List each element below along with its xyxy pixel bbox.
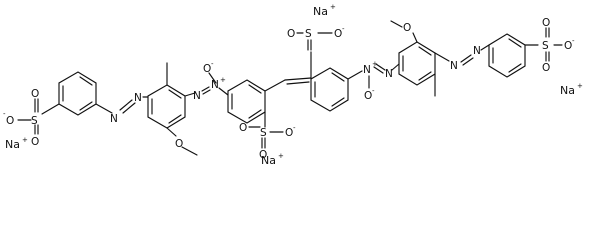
sodium-ion-right: Na + xyxy=(560,82,583,97)
azoxy-left-nitrogen-b: N xyxy=(211,79,219,91)
azo-right-bonds xyxy=(460,44,490,66)
sulfonate-c-oxide-oxygen: O xyxy=(285,127,293,139)
azo-right-nitrogen-b: N xyxy=(473,45,481,57)
sulfonate-right-bonds xyxy=(545,27,563,62)
ring-b-bonds xyxy=(147,62,198,156)
azo-left-nitrogen-a: N xyxy=(110,113,118,125)
sulfonate-left-oxygen-a: O xyxy=(6,115,14,127)
sodium-ion-left: Na + xyxy=(5,136,28,151)
azoxy-right-nitrogen-b: N xyxy=(385,68,393,80)
sulfonate-c-bonds xyxy=(248,126,284,149)
azoxy-left-oxide-oxygen: O xyxy=(203,63,211,75)
azoxy-right-oxide-charge: - xyxy=(372,87,375,95)
azoxy-right-nitrogen-charge: + xyxy=(372,60,378,68)
azoxy-left-bonds xyxy=(201,72,229,96)
chemical-structure-figure: - O S O O N N O N N + O - S O - O O S O … xyxy=(3,3,583,167)
ring-d-bonds xyxy=(310,51,363,112)
ring-e-bonds xyxy=(390,20,450,97)
azo-right-nitrogen-a: N xyxy=(450,60,458,72)
sulfonate-c-charge: - xyxy=(293,124,296,132)
azoxy-right-nitrogen-a: N xyxy=(363,64,371,76)
sulfonate-c-oxygen-b: O xyxy=(259,149,267,161)
sodium-top-label: Na xyxy=(313,5,328,18)
sulfonate-d-charge: - xyxy=(342,25,345,33)
sulfonate-d-oxide-oxygen: O xyxy=(334,28,342,40)
sulfonate-left-oxygen-b: O xyxy=(31,88,39,100)
sulfonate-right-oxygen-a: O xyxy=(542,17,550,29)
sulfonate-left-oxygen-c: O xyxy=(31,136,39,148)
sulfonate-left-charge: - xyxy=(3,110,6,118)
sodium-bottom-charge: + xyxy=(278,152,284,160)
sodium-bottom-label: Na xyxy=(261,154,276,167)
sulfonate-right-charge: - xyxy=(572,37,575,45)
vinyl-bonds xyxy=(284,77,312,85)
azoxy-left-oxide-charge: - xyxy=(211,60,214,68)
sulfonate-left-bonds xyxy=(17,98,39,135)
sodium-top-charge: + xyxy=(330,3,336,11)
methoxy-right-oxygen: O xyxy=(403,22,411,34)
azoxy-right-bonds xyxy=(368,63,400,89)
azo-left-nitrogen-b: N xyxy=(134,92,142,104)
sodium-ion-bottom: Na + xyxy=(261,152,284,167)
sulfonate-right-sulfur: S xyxy=(542,40,549,52)
sodium-ion-top: Na + xyxy=(313,3,336,18)
sodium-right-charge: + xyxy=(577,82,583,90)
sulfonate-right-oxygen-b: O xyxy=(542,62,550,74)
sulfonate-d-oxygen-a: O xyxy=(287,28,295,40)
sulfonate-d-bonds xyxy=(296,32,333,51)
ring-f-bonds xyxy=(488,33,539,78)
azoxy-right-oxide-oxygen: O xyxy=(364,90,372,102)
molecule-drawing: - O S O O N N O N N + O - S O - O O S O … xyxy=(3,3,583,167)
methoxy-left-oxygen: O xyxy=(175,138,183,150)
ring-a-bonds xyxy=(41,71,113,116)
atom-labels: - O S O O N N O N N + O - S O - O O S O … xyxy=(3,17,575,161)
sulfonate-left-sulfur: S xyxy=(31,115,38,127)
ring-c-bonds xyxy=(227,79,286,128)
sodium-left-label: Na xyxy=(5,138,20,151)
sulfonate-c-sulfur: S xyxy=(260,127,267,139)
sulfonate-c-oxygen-a: O xyxy=(239,122,247,134)
azoxy-left-nitrogen-a: N xyxy=(193,90,201,102)
sodium-ions: Na + Na + Na + Na + xyxy=(5,3,583,167)
sulfonate-d-sulfur: S xyxy=(305,28,312,40)
azo-left-bonds xyxy=(119,96,149,114)
sodium-left-charge: + xyxy=(22,136,28,144)
bond-network xyxy=(17,20,563,156)
sodium-right-label: Na xyxy=(560,84,575,97)
sulfonate-right-oxide-oxygen: O xyxy=(564,40,572,52)
azoxy-left-nitrogen-charge: + xyxy=(220,76,226,84)
